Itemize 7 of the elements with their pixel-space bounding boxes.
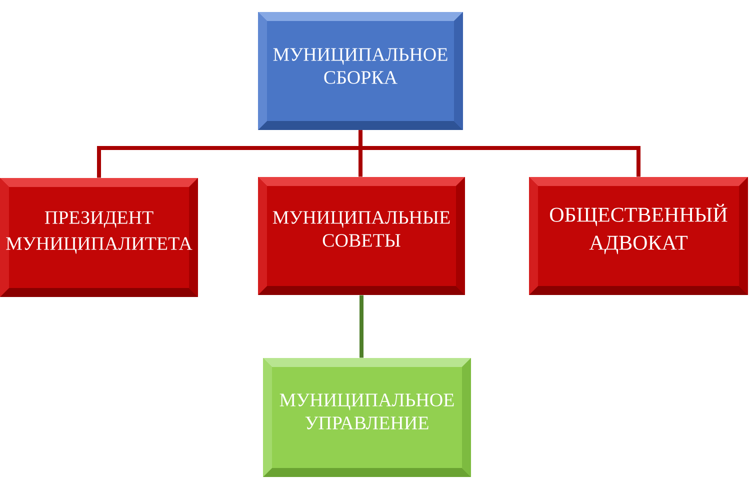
- connector-line: [360, 295, 364, 358]
- org-box: МУНИЦИПАЛЬНОЕ УПРАВЛЕНИЕ: [263, 358, 471, 477]
- org-box: МУНИЦИПАЛЬНЫЕ СОВЕТЫ: [258, 177, 465, 295]
- org-box: ОБЩЕСТВЕННЫЙ АДВОКАТ: [529, 177, 748, 295]
- org-box: ПРЕЗИДЕНТ МУНИЦИПАЛИТЕТА: [0, 178, 198, 297]
- connector-line: [358, 130, 640, 177]
- org-box: МУНИЦИПАЛЬНОЕ СБОРКА: [258, 12, 463, 130]
